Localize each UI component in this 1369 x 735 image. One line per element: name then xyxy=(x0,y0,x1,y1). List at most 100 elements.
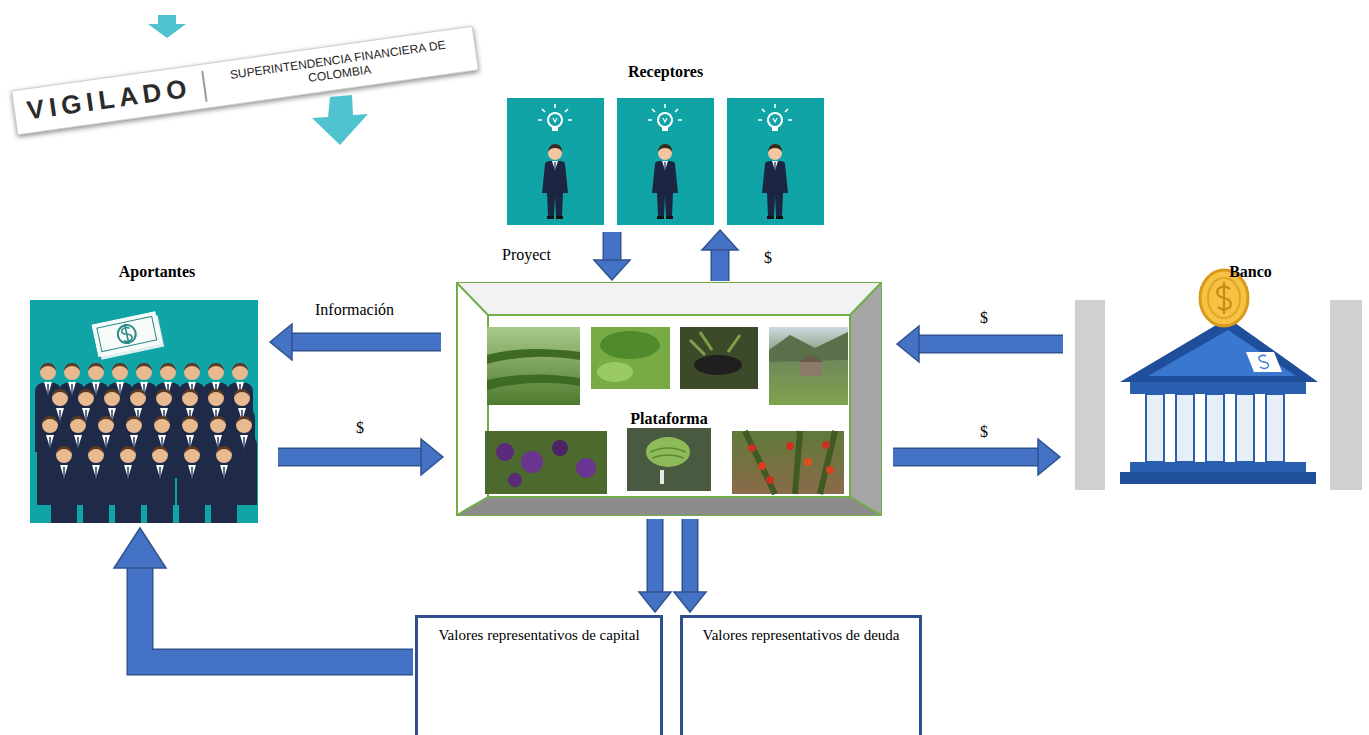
group-panel: Banco xyxy=(1075,262,1362,490)
edge-label: Información xyxy=(313,300,396,319)
edge-label: $ xyxy=(978,422,990,441)
investor-crowd-part-part xyxy=(115,446,141,523)
bank-icon-part xyxy=(1130,462,1306,472)
box-text: Valores representativos de deuda xyxy=(683,618,919,652)
arrow-outline xyxy=(278,448,422,467)
bank-icon-part xyxy=(1120,472,1316,484)
bank-icon-part xyxy=(1176,394,1194,462)
group-heading: Banco xyxy=(1075,262,1362,282)
bank-icon xyxy=(1075,270,1362,490)
supervision-arrows-part xyxy=(312,95,368,145)
platform-frame-part xyxy=(850,283,881,515)
crop-photos-part xyxy=(627,425,711,491)
arrow-head xyxy=(639,592,671,612)
arrow-head xyxy=(114,528,166,568)
bank-icon-part xyxy=(1075,300,1105,490)
arrow-shaft xyxy=(712,249,728,281)
crop-photos-part xyxy=(822,441,830,449)
process-box: Valores representativos de capital xyxy=(415,615,663,735)
crop-photos-part xyxy=(732,431,844,494)
arrow-head xyxy=(674,592,706,612)
crop-photos-part xyxy=(804,458,812,466)
crop-photos-part xyxy=(680,327,758,389)
crop-photos-part xyxy=(690,332,740,355)
investor-crowd-part xyxy=(92,311,164,360)
arrow-outline xyxy=(603,232,622,261)
group-heading: Aportantes xyxy=(30,262,258,282)
stamp-issuer: SUPERINTENDENCIA FINANCIERA DE COLOMBIA xyxy=(213,36,464,98)
investor-crowd-part-part xyxy=(120,323,133,344)
arrow-shaft xyxy=(291,334,441,350)
bank-icon-part xyxy=(1206,394,1224,462)
block-arrow xyxy=(893,439,1060,475)
stamp-word: VIGILADO xyxy=(25,71,207,127)
crop-photos-part xyxy=(786,442,794,450)
arrow-shaft xyxy=(648,519,662,593)
bank-icon-part xyxy=(1120,318,1318,382)
crop-photos-part xyxy=(800,362,822,376)
arrow-outline xyxy=(711,249,730,281)
bank-icon-part xyxy=(1246,352,1282,372)
edge-label: $ xyxy=(762,248,774,267)
edge-label: $ xyxy=(978,308,990,327)
platform-frame xyxy=(457,283,881,515)
stamp-badge: VIGILADOSUPERINTENDENCIA FINANCIERA DE C… xyxy=(11,26,478,135)
arrow-outline xyxy=(291,333,441,352)
crop-photos-part xyxy=(745,431,835,494)
arrow-shaft xyxy=(683,519,697,593)
arrow-outline xyxy=(893,448,1039,467)
crop-photos-part xyxy=(650,448,686,458)
platform-frame-part xyxy=(457,283,881,515)
crop-photos-part xyxy=(496,443,514,461)
arrow-outline xyxy=(140,567,413,662)
crop-photos-part xyxy=(485,431,607,494)
receptor-tiles xyxy=(507,98,824,225)
investor-crowd-part-part xyxy=(211,446,237,523)
group-panel: Receptores xyxy=(507,62,824,225)
block-arrow xyxy=(897,326,1063,362)
platform-frame-part xyxy=(457,497,881,515)
box-text: Valores representativos de capital xyxy=(418,618,660,652)
crop-photos-part xyxy=(576,458,596,478)
block-arrow xyxy=(702,230,738,281)
arrow-head xyxy=(1038,439,1060,475)
crop-photos-part xyxy=(591,327,670,389)
crop-photos-part xyxy=(769,327,848,405)
bank-icon-part xyxy=(1236,394,1254,462)
crop-photos-part xyxy=(600,331,660,359)
block-arrow xyxy=(639,519,671,612)
edge-label: Proyect xyxy=(500,245,553,264)
receptor-tiles-part xyxy=(758,104,792,219)
bank-icon-part xyxy=(1330,300,1362,490)
group-heading: Receptores xyxy=(507,62,824,82)
block-arrow xyxy=(114,528,413,662)
supervision-arrows-part xyxy=(148,15,186,38)
crop-photos-part xyxy=(769,332,848,362)
block-arrow xyxy=(594,232,630,280)
block-arrow xyxy=(278,439,443,475)
arrow-head xyxy=(270,324,292,360)
bank-icon-part xyxy=(1259,355,1269,368)
crop-photos-part xyxy=(487,327,580,405)
investor-crowd-part-part xyxy=(51,446,77,523)
investor-crowd-part-part xyxy=(147,446,173,523)
crop-photos-part xyxy=(646,437,690,467)
crop-photos xyxy=(485,327,848,494)
crop-photos-part xyxy=(826,466,834,474)
crop-photos-part xyxy=(694,355,742,375)
bank-icon-part xyxy=(1130,382,1306,394)
crop-photos-part xyxy=(521,451,543,473)
arrow-head xyxy=(594,260,630,280)
bank-icon-part xyxy=(1148,330,1296,376)
crop-photos-part xyxy=(487,349,580,364)
platform-frame-part xyxy=(457,283,881,315)
arrow-shaft xyxy=(604,232,620,261)
arrow-outline xyxy=(918,335,1063,354)
crop-photos-part xyxy=(597,362,633,382)
arrow-outline xyxy=(647,519,664,593)
receptor-tiles-part xyxy=(648,104,682,219)
bank-icon-part xyxy=(1266,394,1284,462)
bank-icon-part xyxy=(1217,282,1231,314)
arrow-shaft xyxy=(140,567,413,662)
